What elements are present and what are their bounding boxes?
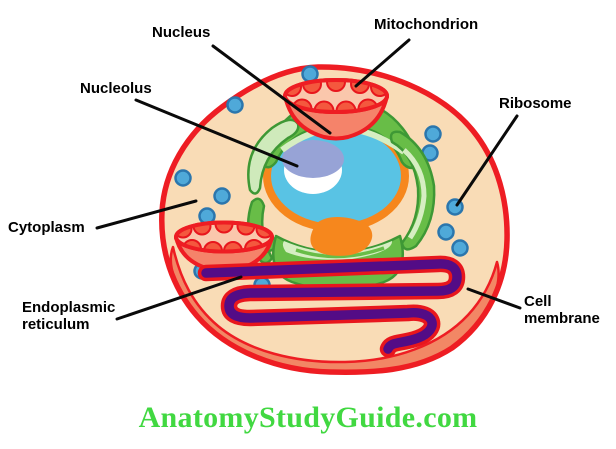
nucleus-group [263,120,409,232]
golgi-bowl-swirl [295,246,385,259]
watermark-text: AnatomyStudyGuide.com [138,401,478,434]
endoplasmic-reticulum-label-line2: reticulum [22,316,90,334]
cell-membrane-label: Cell membrane [524,293,600,328]
cell-membrane-label-line1: Cell [524,293,552,310]
ribosome-dot [213,187,231,205]
leader-line-cell-membrane [466,287,522,310]
ribosome-dot [174,169,192,187]
mitochondrion-left [174,220,274,274]
mitochondrion-rim [283,78,389,114]
er-tube [201,259,462,354]
mitochondrion-label: Mitochondrion [374,16,479,33]
ribosome-label: Ribosome [499,95,572,112]
endoplasmic-reticulum [197,255,466,358]
leader-line-cytoplasm [95,199,198,230]
nucleus-label: Nucleus [152,24,211,41]
leader-line-ribosome [455,114,519,207]
ribosome-dot [451,239,469,257]
endoplasmic-reticulum-label: Endoplasmic reticulum [22,299,115,334]
leader-line-nucleolus [134,98,299,168]
cell-membrane-label-line2: membrane [524,310,600,328]
ribosome-dot [437,223,455,241]
leader-line-mitochondrion [354,38,411,88]
cell-membrane-outline [159,64,510,375]
endoplasmic-reticulum-label-line1: Endoplasmic [22,299,116,316]
mitochondrion-top [283,78,389,141]
golgi-right-lobe-highlight [402,148,427,240]
nucleolus-shape [282,140,344,178]
ribosome-dot [301,65,319,83]
leader-line-er [115,275,243,321]
mitochondrion-rim [174,220,274,254]
nuclear-material-orange [310,217,373,256]
nucleolus-label: Nucleolus [80,80,152,97]
leader-line-nucleus [211,44,332,135]
cytoplasm-label: Cytoplasm [8,219,85,236]
golgi-upper-left-lobe [247,118,300,195]
ribosome-dot [424,125,442,143]
ribosome-dot [226,96,244,114]
leader-lines [95,38,522,321]
